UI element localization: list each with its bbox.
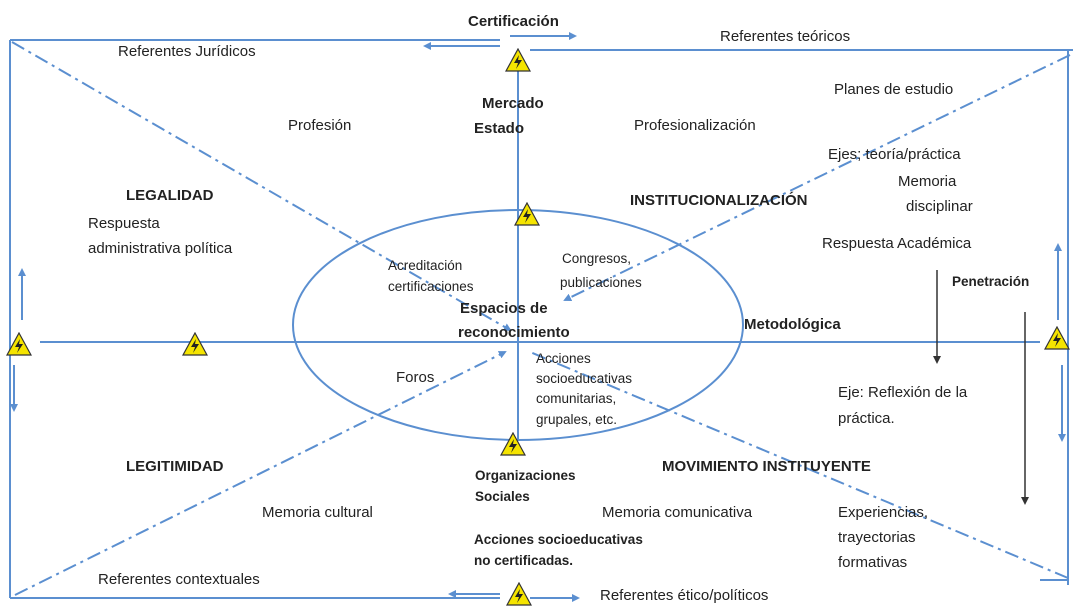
label-memoria: Memoria xyxy=(898,173,957,190)
label-referentes-eticos: Referentes ético/políticos xyxy=(600,587,769,604)
label-movimiento-instituyente: MOVIMIENTO INSTITUYENTE xyxy=(662,458,871,475)
label-referentes-teoricos: Referentes teóricos xyxy=(720,28,851,45)
label-acciones-4: grupales, etc. xyxy=(536,412,618,427)
hazard-lightning-icon xyxy=(514,202,540,226)
label-reconocimiento: reconocimiento xyxy=(458,324,570,341)
hazard-lightning-icon xyxy=(6,332,32,356)
label-acciones-3: comunitarias, xyxy=(536,391,617,406)
label-practica: práctica. xyxy=(838,410,895,427)
label-acciones-2: socioeducativas xyxy=(536,371,633,386)
label-acciones-no-certificadas-2: no certificadas. xyxy=(474,553,574,568)
label-experiencias: Experiencias, xyxy=(838,504,929,521)
label-foros: Foros xyxy=(396,369,435,386)
label-formativas: formativas xyxy=(838,554,908,571)
label-sociales: Sociales xyxy=(475,489,530,504)
label-trayectorias: trayectorias xyxy=(838,529,916,546)
label-organizaciones: Organizaciones xyxy=(475,468,576,483)
label-administrativa-politica: administrativa política xyxy=(88,240,233,257)
label-legalidad: LEGALIDAD xyxy=(126,187,214,204)
hazard-lightning-icon xyxy=(182,332,208,356)
recognition-ellipse xyxy=(292,209,744,441)
label-penetracion: Penetración xyxy=(952,274,1030,289)
label-planes-de-estudio: Planes de estudio xyxy=(834,81,954,98)
label-estado: Estado xyxy=(474,120,525,137)
label-publicaciones: publicaciones xyxy=(560,275,642,290)
label-profesion: Profesión xyxy=(288,117,352,134)
diagonal-bottom-left xyxy=(14,351,507,596)
label-legitimidad: LEGITIMIDAD xyxy=(126,458,224,475)
label-institucionalizacion: INSTITUCIONALIZACIÓN xyxy=(630,192,808,209)
label-respuesta-academica: Respuesta Académica xyxy=(822,235,972,252)
label-referentes-contextuales: Referentes contextuales xyxy=(98,571,260,588)
diagonal-top-left xyxy=(11,41,512,332)
label-ejes-teoria-practica: Ejes; teoría/práctica xyxy=(828,146,961,163)
hazard-lightning-icon xyxy=(500,432,526,456)
diagonal-bottom-right xyxy=(529,351,1069,579)
label-congresos: Congresos, xyxy=(562,251,632,266)
label-memoria-comunicativa: Memoria comunicativa xyxy=(602,504,753,521)
label-certificaciones: certificaciones xyxy=(388,279,474,294)
label-acciones-1: Acciones xyxy=(536,351,591,366)
hazard-lightning-icon xyxy=(506,582,532,606)
label-mercado: Mercado xyxy=(482,95,544,112)
diagonal-top-right xyxy=(563,54,1071,301)
label-acciones-no-certificadas-1: Acciones socioeducativas xyxy=(474,532,643,547)
label-certificacion: Certificación xyxy=(468,13,559,30)
label-eje-reflexion: Eje: Reflexión de la xyxy=(838,384,968,401)
hazard-lightning-icon xyxy=(505,48,531,72)
label-acreditacion: Acreditación xyxy=(388,258,463,273)
label-metodologica: Metodológica xyxy=(744,316,841,333)
label-respuesta: Respuesta xyxy=(88,215,160,232)
label-referentes-juridicos: Referentes Jurídicos xyxy=(118,43,256,60)
label-disciplinar: disciplinar xyxy=(906,198,973,215)
label-espacios-de: Espacios de xyxy=(460,300,548,317)
label-profesionalizacion: Profesionalización xyxy=(634,117,756,134)
hazard-lightning-icon xyxy=(1044,326,1070,350)
label-memoria-cultural: Memoria cultural xyxy=(262,504,373,521)
